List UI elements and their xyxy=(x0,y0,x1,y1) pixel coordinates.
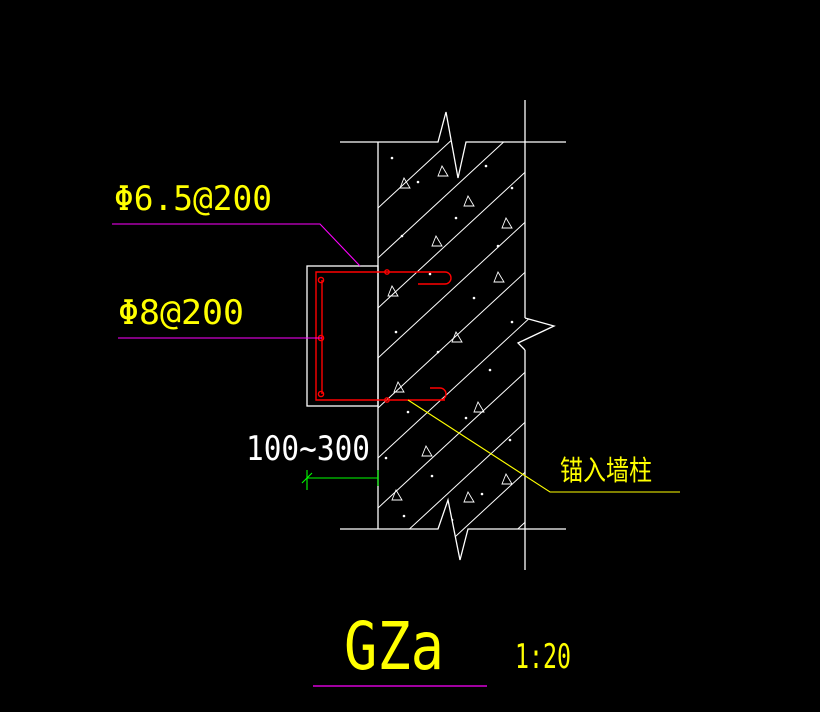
dimension xyxy=(301,470,379,490)
rebar-dot-end-upper xyxy=(384,269,390,275)
longitudinal-label: Φ8@200 xyxy=(118,293,244,333)
column-outline xyxy=(306,265,379,407)
stirrup-upper xyxy=(315,271,445,401)
anchor-hook-upper xyxy=(418,271,452,285)
rebar-dot-top xyxy=(317,276,325,284)
stirrup-label: Φ6.5@200 xyxy=(114,179,272,219)
dimension-label: 100~300 xyxy=(246,429,370,469)
leaders xyxy=(112,223,680,687)
anchor-hook-lower xyxy=(430,387,447,401)
rebar-dot-end-lower xyxy=(384,397,390,403)
rebar-dot-bottom xyxy=(317,390,325,398)
dimension-arrow xyxy=(301,472,313,484)
anchor-leader xyxy=(407,399,680,493)
drawing-title: GZa xyxy=(344,608,444,685)
aggregate-triangles xyxy=(387,164,513,503)
stirrup-leader xyxy=(112,223,361,267)
anchor-label: 锚入墙柱 xyxy=(560,454,652,487)
scale-label: 1:20 xyxy=(515,637,571,677)
wall-outline xyxy=(340,100,566,570)
aggregate-dots xyxy=(384,156,514,522)
rebar xyxy=(315,269,452,403)
